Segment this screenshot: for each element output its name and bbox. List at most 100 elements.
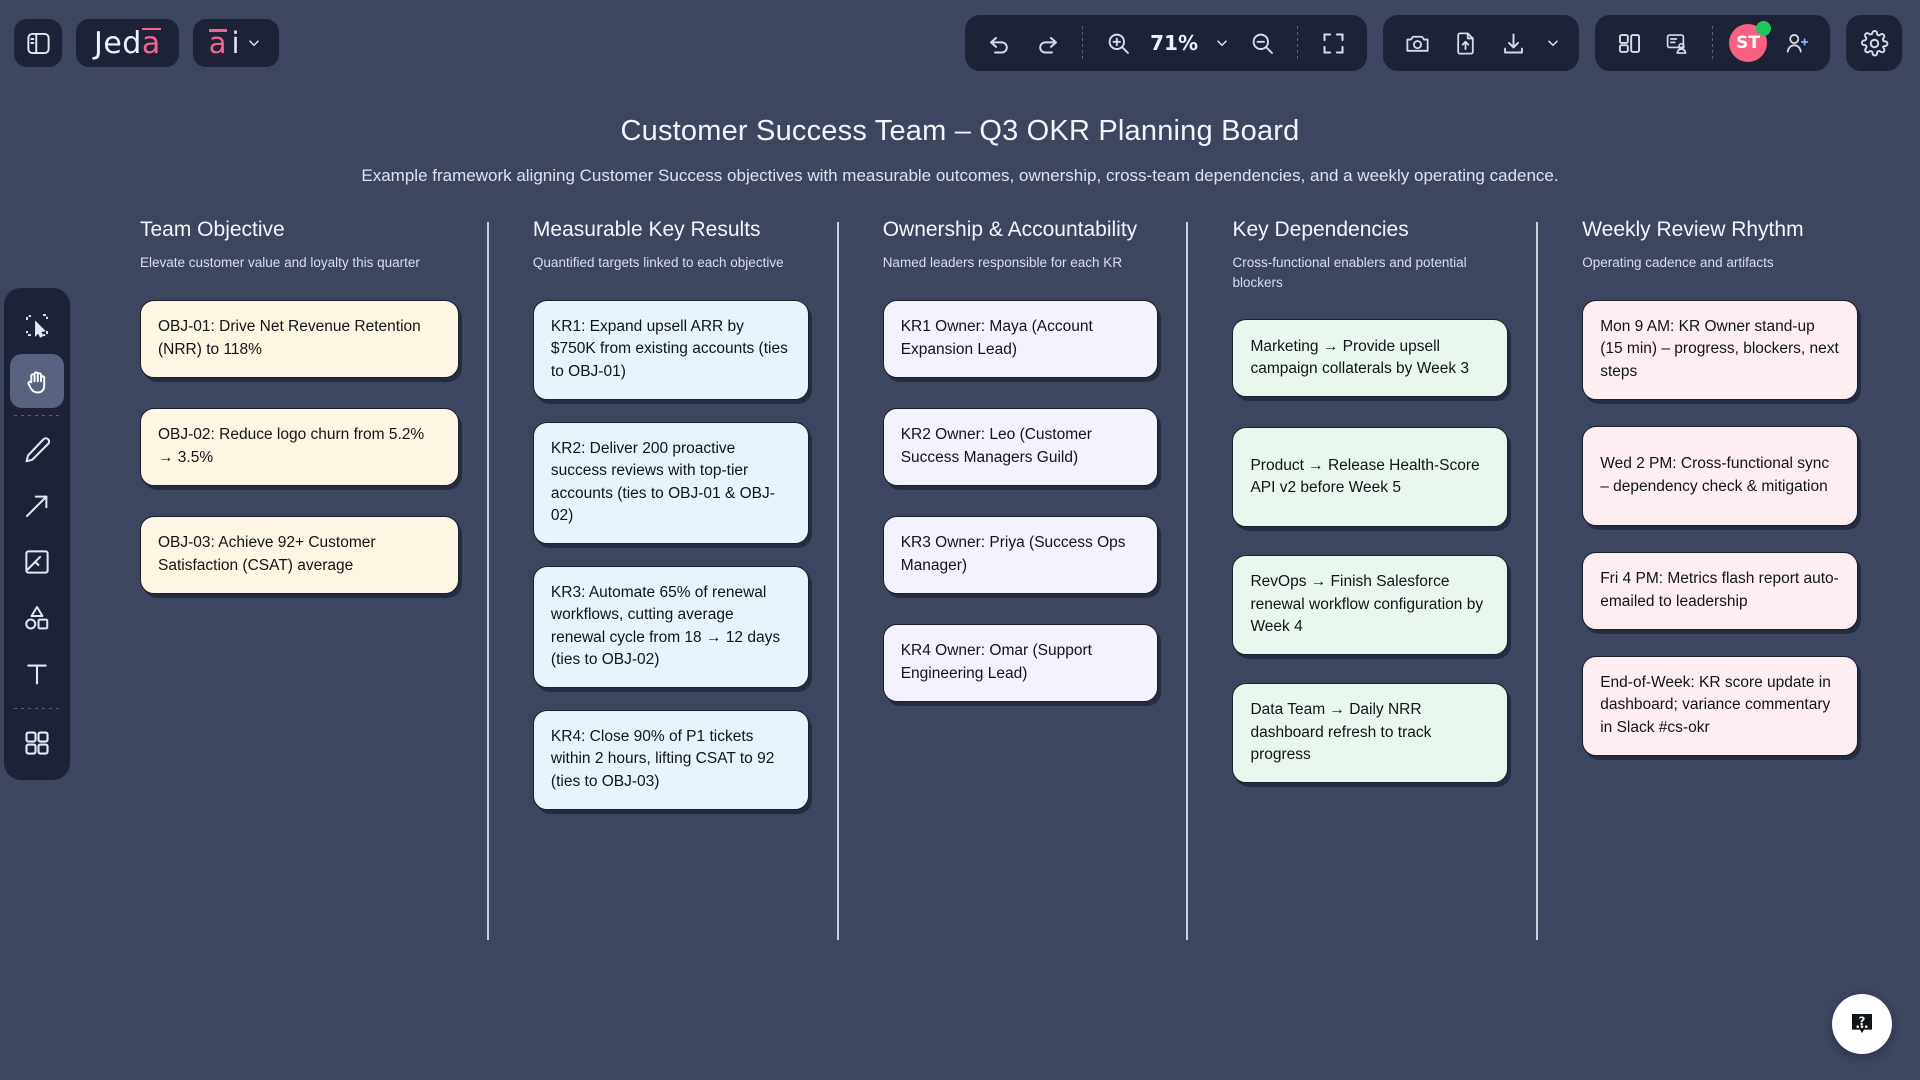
sticky-card[interactable]: OBJ-01: Drive Net Revenue Retention (NRR…	[140, 299, 459, 378]
toolbar-divider	[1082, 26, 1084, 60]
sticky-card[interactable]: Wed 2 PM: Cross-functional sync – depend…	[1582, 425, 1858, 526]
sticky-card[interactable]: Mon 9 AM: KR Owner stand-up (15 min) – p…	[1582, 299, 1858, 400]
canvas-board: Customer Success Team – Q3 OKR Planning …	[0, 86, 1920, 1080]
column-cards: KR1 Owner: Maya (Account Expansion Lead)…	[882, 299, 1159, 702]
zoom-out-button[interactable]	[1240, 21, 1284, 65]
text-tool[interactable]	[10, 647, 64, 701]
toolbar-divider	[1712, 26, 1713, 60]
sticky-card[interactable]: Fri 4 PM: Metrics flash report auto-emai…	[1582, 551, 1858, 630]
sticky-card[interactable]: KR4: Close 90% of P1 tickets within 2 ho…	[532, 709, 809, 810]
shapes-tool[interactable]	[10, 591, 64, 645]
redo-button[interactable]	[1025, 21, 1069, 65]
arrow-tool[interactable]	[10, 479, 64, 533]
zoom-level-label[interactable]: 71%	[1150, 31, 1198, 55]
toolbar-right-group: 71%	[965, 15, 1920, 71]
column-title: Ownership & Accountability	[882, 218, 1138, 241]
collaboration-group: ST	[1595, 15, 1830, 71]
sticky-card[interactable]: KR2: Deliver 200 proactive success revie…	[532, 421, 809, 544]
screenshot-button[interactable]	[1395, 21, 1439, 65]
shapes-icon	[25, 606, 49, 630]
pen-tool[interactable]	[10, 423, 64, 477]
column-description: Cross-functional enablers and potential …	[1232, 255, 1467, 290]
apps-grid-icon	[25, 731, 49, 755]
image-icon	[25, 550, 49, 574]
sticky-card[interactable]: KR4 Owner: Omar (Support Engineering Lea…	[882, 623, 1159, 702]
export-group	[1383, 15, 1579, 71]
sidebar-toggle-button[interactable]	[14, 19, 62, 67]
add-user-button[interactable]	[1774, 21, 1818, 65]
chevron-down-icon	[248, 40, 259, 47]
column-cards: Mon 9 AM: KR Owner stand-up (15 min) – p…	[1582, 299, 1858, 756]
column-title: Measurable Key Results	[532, 218, 761, 241]
sticky-card[interactable]: KR2 Owner: Leo (Customer Success Manager…	[882, 407, 1159, 486]
sticky-card[interactable]: Product → Release Health-Score API v2 be…	[1232, 427, 1509, 528]
column-description: Operating cadence and artifacts	[1582, 255, 1774, 270]
settings-button[interactable]	[1846, 15, 1902, 71]
column-description: Quantified targets linked to each object…	[532, 255, 784, 270]
avatar-initials: ST	[1736, 33, 1760, 53]
download-options-button[interactable]	[1539, 21, 1567, 65]
hand-tool[interactable]	[10, 354, 64, 408]
sticky-card[interactable]: Marketing → Provide upsell campaign coll…	[1232, 319, 1509, 398]
sticky-card[interactable]: Data Team → Daily NRR dashboard refresh …	[1232, 683, 1509, 784]
online-status-dot	[1756, 21, 1771, 36]
board-subtitle: Example framework aligning Customer Succ…	[361, 166, 1559, 185]
sticky-card[interactable]: KR1 Owner: Maya (Account Expansion Lead)	[882, 299, 1159, 378]
select-icon	[26, 314, 48, 338]
column-cards: OBJ-01: Drive Net Revenue Retention (NRR…	[140, 299, 459, 594]
column-cards: Marketing → Provide upsell campaign coll…	[1232, 319, 1509, 784]
fit-to-screen-button[interactable]	[1311, 21, 1355, 65]
select-tool[interactable]	[10, 298, 64, 352]
sticky-card[interactable]: KR3 Owner: Priya (Success Ops Manager)	[882, 515, 1159, 594]
zoom-in-button[interactable]	[1096, 21, 1140, 65]
sticky-card[interactable]: RevOps → Finish Salesforce renewal workf…	[1232, 555, 1509, 656]
sticky-card[interactable]: KR3: Automate 65% of renewal workflows, …	[532, 565, 809, 688]
help-button[interactable]: ?	[1832, 994, 1892, 1054]
column-title: Key Dependencies	[1232, 218, 1409, 241]
tool-rail	[4, 288, 70, 780]
app-logo-text: Jed	[94, 25, 142, 61]
column-description: Elevate customer value and loyalty this …	[140, 255, 420, 270]
column-title: Weekly Review Rhythm	[1582, 218, 1804, 241]
upload-button[interactable]	[1443, 21, 1487, 65]
zoom-dropdown-button[interactable]	[1208, 21, 1236, 65]
image-tool[interactable]	[10, 535, 64, 589]
download-button[interactable]	[1491, 21, 1535, 65]
history-zoom-group: 71%	[965, 15, 1367, 71]
rail-divider	[14, 708, 60, 709]
help-icon: ?	[1852, 1014, 1872, 1034]
hand-icon	[27, 371, 45, 393]
apps-tool[interactable]	[10, 716, 64, 770]
undo-button[interactable]	[977, 21, 1021, 65]
ai-label-i: i	[231, 26, 240, 60]
app-logo-accent: a	[141, 25, 161, 61]
layout-button[interactable]	[1607, 21, 1651, 65]
svg-text:?: ?	[1859, 1014, 1866, 1028]
sticky-card[interactable]: OBJ-02: Reduce logo churn from 5.2% → 3.…	[140, 407, 459, 486]
board-title: Customer Success Team – Q3 OKR Planning …	[620, 115, 1300, 147]
column-cards: KR1: Expand upsell ARR by $750K from exi…	[532, 299, 809, 810]
ai-label-a: a	[208, 26, 227, 60]
present-button[interactable]	[1655, 21, 1699, 65]
chevron-down-icon	[1547, 40, 1559, 47]
sticky-card[interactable]: OBJ-03: Achieve 92+ Customer Satisfactio…	[140, 515, 459, 594]
column-description: Named leaders responsible for each KR	[882, 255, 1123, 270]
column-title: Team Objective	[140, 218, 285, 241]
sticky-card[interactable]: End-of-Week: KR score update in dashboar…	[1582, 655, 1858, 756]
toolbar-divider	[1297, 26, 1298, 60]
avatar[interactable]: ST	[1726, 21, 1771, 65]
arrow-icon	[26, 495, 48, 517]
text-icon	[27, 664, 47, 685]
pen-icon	[25, 437, 51, 463]
sticky-card[interactable]: KR1: Expand upsell ARR by $750K from exi…	[532, 299, 809, 400]
